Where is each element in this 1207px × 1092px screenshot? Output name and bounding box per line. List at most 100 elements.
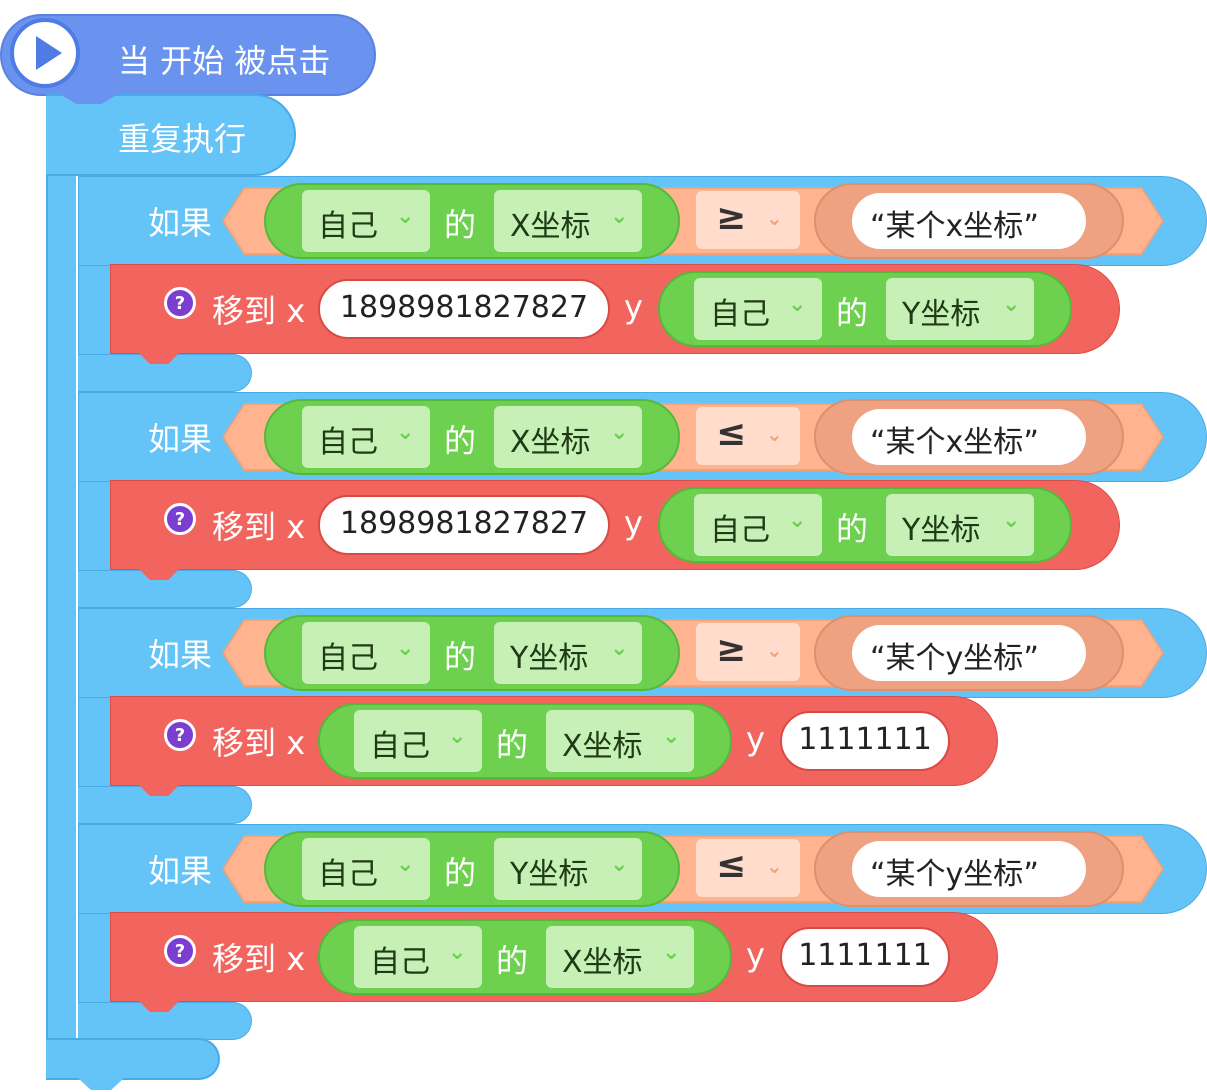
- attribute-dropdown[interactable]: [886, 278, 1034, 340]
- move-block-notch: [138, 352, 180, 364]
- object-dropdown-value: 自己: [710, 297, 770, 332]
- move-block-notch: [138, 568, 180, 580]
- help-icon[interactable]: ?: [164, 503, 196, 535]
- of-label: 的: [444, 854, 477, 892]
- chevron-down-icon: ⌄: [788, 508, 807, 533]
- operator-dropdown[interactable]: [696, 623, 800, 681]
- operator-dropdown[interactable]: [696, 407, 800, 465]
- operator-value: ≤: [716, 413, 747, 454]
- attribute-dropdown[interactable]: [886, 494, 1034, 556]
- attribute-dropdown[interactable]: [494, 190, 642, 252]
- of-label: 的: [444, 422, 477, 460]
- of-label: 的: [496, 942, 529, 980]
- attribute-dropdown[interactable]: [494, 406, 642, 468]
- attribute-dropdown[interactable]: [494, 838, 642, 900]
- object-dropdown[interactable]: [354, 926, 482, 988]
- chevron-down-icon: ⌄: [662, 940, 681, 965]
- y-label: y: [624, 504, 643, 542]
- chevron-down-icon: ⌄: [396, 852, 415, 877]
- of-label: 的: [496, 726, 529, 764]
- y-label: y: [746, 936, 765, 974]
- attribute-dropdown-value: X坐标: [510, 425, 591, 460]
- attribute-dropdown-value: Y坐标: [510, 857, 589, 892]
- move-to-label: 移到 x: [212, 292, 306, 330]
- forever-block-arm[interactable]: [46, 94, 76, 1076]
- string-value: “某个y坐标”: [870, 641, 1039, 676]
- operator-value: ≥: [716, 197, 747, 238]
- y-input-value: 1111111: [798, 722, 932, 757]
- string-input[interactable]: [852, 193, 1086, 249]
- chevron-down-icon: ⌄: [610, 852, 629, 877]
- object-dropdown[interactable]: [302, 190, 430, 252]
- x-input-value: 1898981827827: [339, 290, 589, 325]
- object-dropdown[interactable]: [302, 622, 430, 684]
- move-to-label: 移到 x: [212, 724, 306, 762]
- chevron-down-icon: ⌄: [662, 724, 681, 749]
- operator-value: ≥: [716, 629, 747, 670]
- hat-block-notch: [60, 94, 118, 104]
- chevron-down-icon: ⌄: [766, 638, 783, 662]
- help-icon[interactable]: ?: [164, 287, 196, 319]
- chevron-down-icon: ⌄: [1002, 508, 1021, 533]
- if-label: 如果: [148, 420, 213, 458]
- string-input[interactable]: [852, 625, 1086, 681]
- attribute-dropdown-value: X坐标: [562, 945, 643, 980]
- operator-value: ≤: [716, 845, 747, 886]
- x-input-value: 1898981827827: [339, 506, 589, 541]
- move-to-label: 移到 x: [212, 508, 306, 546]
- object-dropdown[interactable]: [694, 494, 822, 556]
- object-dropdown[interactable]: [302, 406, 430, 468]
- forever-block-label: 重复执行: [118, 120, 247, 158]
- help-icon[interactable]: ?: [164, 935, 196, 967]
- object-dropdown[interactable]: [694, 278, 822, 340]
- string-value: “某个x坐标”: [870, 425, 1039, 460]
- forever-block[interactable]: [46, 94, 296, 176]
- object-dropdown-value: 自己: [318, 209, 378, 244]
- if-label: 如果: [148, 204, 213, 242]
- object-dropdown-value: 自己: [318, 641, 378, 676]
- of-label: 的: [444, 638, 477, 676]
- operator-dropdown[interactable]: [696, 839, 800, 897]
- chevron-down-icon: ⌄: [610, 204, 629, 229]
- object-dropdown[interactable]: [302, 838, 430, 900]
- y-input[interactable]: [780, 927, 950, 987]
- y-label: y: [624, 288, 643, 326]
- forever-block-foot[interactable]: [46, 1038, 220, 1080]
- attribute-dropdown-value: Y坐标: [510, 641, 589, 676]
- move-block-notch: [138, 1000, 180, 1012]
- attribute-dropdown-value: X坐标: [510, 209, 591, 244]
- chevron-down-icon: ⌄: [448, 940, 467, 965]
- x-input[interactable]: [318, 279, 610, 339]
- hat-block-label: 当 开始 被点击: [118, 42, 331, 80]
- attribute-dropdown[interactable]: [494, 622, 642, 684]
- attribute-dropdown[interactable]: [546, 926, 694, 988]
- string-input[interactable]: [852, 409, 1086, 465]
- of-label: 的: [836, 510, 869, 548]
- if-label: 如果: [148, 636, 213, 674]
- object-dropdown-value: 自己: [710, 513, 770, 548]
- chevron-down-icon: ⌄: [766, 206, 783, 230]
- x-input[interactable]: [318, 495, 610, 555]
- chevron-down-icon: ⌄: [1002, 292, 1021, 317]
- y-input[interactable]: [780, 711, 950, 771]
- object-dropdown[interactable]: [354, 710, 482, 772]
- attribute-dropdown[interactable]: [546, 710, 694, 772]
- object-dropdown-value: 自己: [318, 425, 378, 460]
- of-label: 的: [836, 294, 869, 332]
- chevron-down-icon: ⌄: [788, 292, 807, 317]
- chevron-down-icon: ⌄: [396, 204, 415, 229]
- help-icon[interactable]: ?: [164, 719, 196, 751]
- operator-dropdown[interactable]: [696, 191, 800, 249]
- string-input[interactable]: [852, 841, 1086, 897]
- object-dropdown-value: 自己: [370, 945, 430, 980]
- y-input-value: 1111111: [798, 938, 932, 973]
- move-block-notch: [138, 784, 180, 796]
- chevron-down-icon: ⌄: [610, 636, 629, 661]
- chevron-down-icon: ⌄: [766, 422, 783, 446]
- chevron-down-icon: ⌄: [396, 420, 415, 445]
- object-dropdown-value: 自己: [318, 857, 378, 892]
- of-label: 的: [444, 206, 477, 244]
- chevron-down-icon: ⌄: [610, 420, 629, 445]
- attribute-dropdown-value: X坐标: [562, 729, 643, 764]
- object-dropdown-value: 自己: [370, 729, 430, 764]
